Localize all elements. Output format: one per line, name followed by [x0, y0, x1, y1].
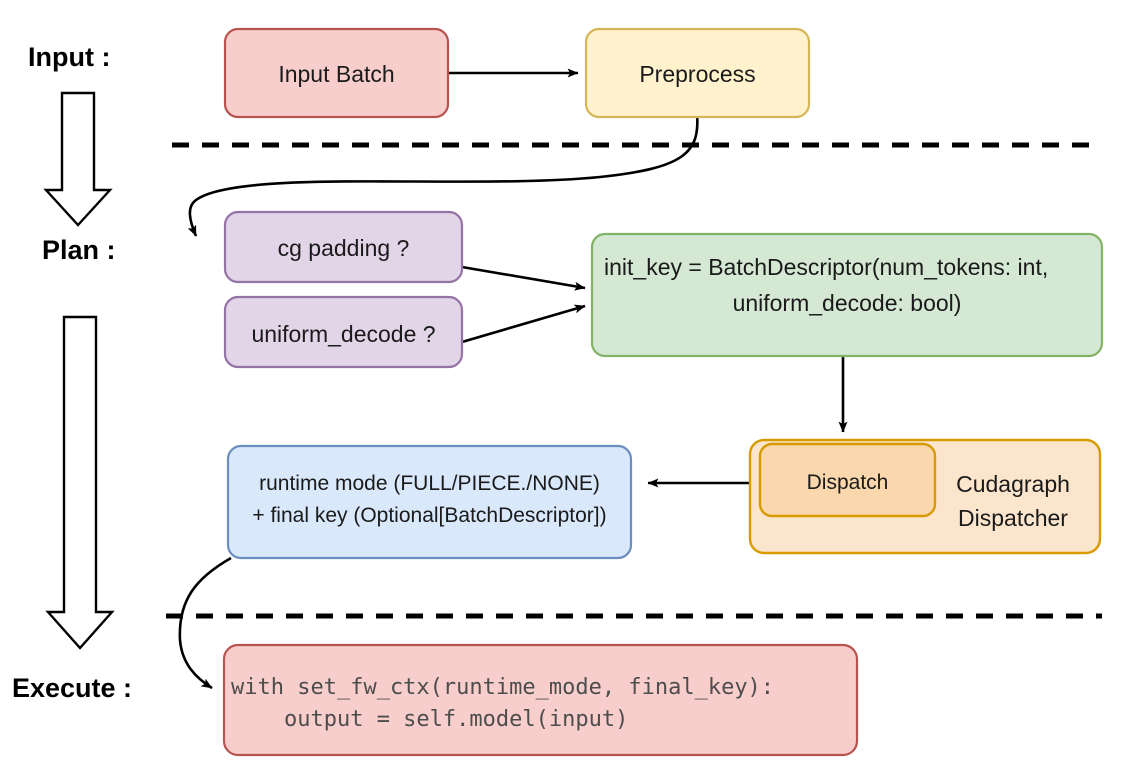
- stage-label-plan: Plan :: [42, 235, 116, 265]
- node-execute-code-line-2: output = self.model(input): [231, 707, 628, 732]
- node-execute-code-line-1: with set_fw_ctx(runtime_mode, final_key)…: [231, 675, 774, 700]
- node-cg-padding[interactable]: cg padding ?: [223, 210, 464, 284]
- node-input-batch-label: Input Batch: [278, 61, 394, 87]
- node-input-batch[interactable]: Input Batch: [223, 27, 450, 119]
- edge-runtime-mode-to-execute-code: [178, 556, 232, 690]
- node-preprocess[interactable]: Preprocess: [584, 27, 811, 119]
- node-init-key-line-1: init_key = BatchDescriptor(num_tokens: i…: [604, 254, 1048, 280]
- node-execute-code-shape: [222, 643, 859, 757]
- node-runtime-mode-shape: [226, 444, 633, 560]
- input-to-plan-arrow: [43, 91, 113, 227]
- node-dispatch-label: Dispatch: [807, 471, 889, 494]
- node-init-key-shape: [590, 232, 1104, 358]
- node-init-key-line-2: uniform_decode: bool): [733, 290, 962, 316]
- node-dispatch-shape: [758, 442, 937, 518]
- stage-label-input: Input :: [28, 42, 110, 72]
- node-dispatch[interactable]: Dispatch: [758, 442, 937, 518]
- node-uniform-decode-shape: [223, 295, 464, 369]
- node-input-batch-shape: [223, 27, 450, 119]
- node-uniform-decode[interactable]: uniform_decode ?: [223, 295, 464, 369]
- node-runtime-mode-line-1: runtime mode (FULL/PIECE./NONE): [259, 472, 600, 495]
- node-cudagraph-dispatcher-label-line-2: Dispatcher: [958, 505, 1068, 531]
- node-uniform-decode-label: uniform_decode ?: [251, 321, 435, 347]
- plan-to-execute-arrow: [45, 315, 115, 650]
- node-cudagraph-dispatcher-label-line-1: Cudagraph: [956, 471, 1070, 497]
- edge-uniform-decode-to-init-key: [461, 304, 586, 344]
- node-preprocess-shape: [584, 27, 811, 119]
- node-cg-padding-label: cg padding ?: [278, 235, 410, 261]
- node-execute-code[interactable]: with set_fw_ctx(runtime_mode, final_key)…: [222, 643, 859, 757]
- node-cg-padding-shape: [223, 210, 464, 284]
- node-runtime-mode-line-2: + final key (Optional[BatchDescriptor]): [252, 504, 606, 527]
- node-runtime-mode[interactable]: runtime mode (FULL/PIECE./NONE) + final …: [226, 444, 633, 560]
- node-preprocess-label: Preprocess: [639, 61, 755, 87]
- node-init-key[interactable]: init_key = BatchDescriptor(num_tokens: i…: [590, 232, 1104, 358]
- edge-cg-padding-to-init-key: [461, 265, 586, 291]
- edge-preprocess-to-cg-padding: [187, 112, 699, 237]
- stage-label-execute: Execute :: [12, 673, 132, 703]
